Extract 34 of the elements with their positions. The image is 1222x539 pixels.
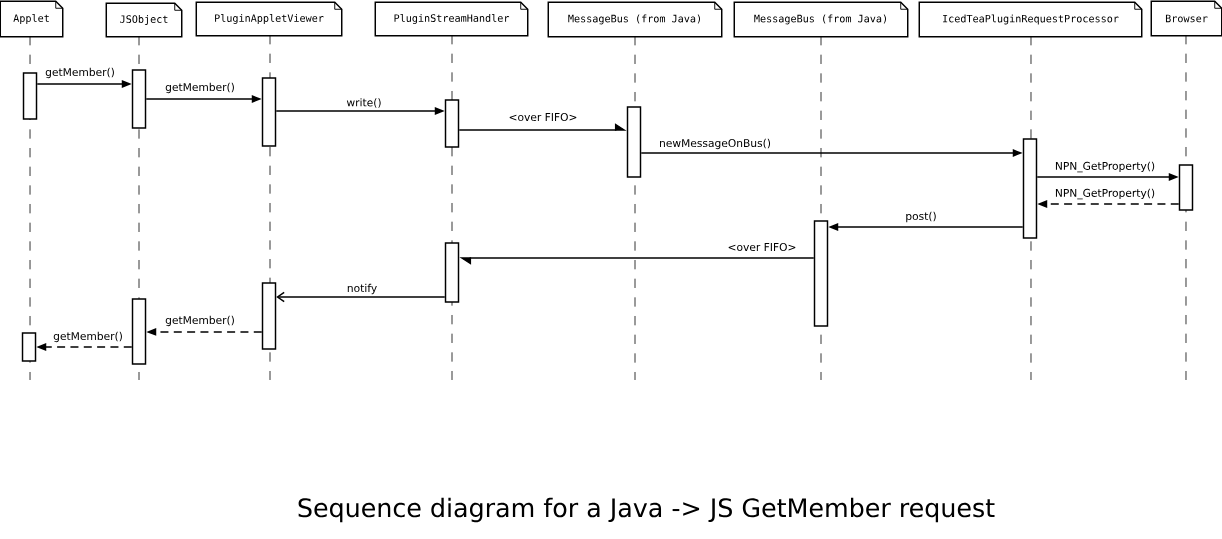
activation-bar: [22, 72, 38, 120]
edge-label: <over FIFO>: [507, 111, 579, 123]
activation-bar: [813, 220, 829, 327]
activation-bar: [261, 282, 277, 350]
edge-label: post(): [904, 210, 938, 224]
participant-box: IcedTeaPluginRequestProcessor: [918, 1, 1143, 38]
activation-bar: [626, 106, 642, 178]
activation-bar: [261, 77, 277, 147]
activation-bar: [131, 298, 147, 365]
participant-box: MessageBus (from Java): [547, 1, 723, 38]
edge-label: newMessageOnBus(): [658, 137, 772, 151]
participant-box: Applet: [0, 0, 64, 38]
activation-bar: [444, 242, 460, 303]
participant-box: Browser: [1150, 0, 1222, 37]
participant-box: MessageBus (from Java): [733, 1, 909, 38]
edge-label: getMember(): [164, 314, 236, 328]
message-arrow: [276, 291, 446, 303]
participant-box: PluginStreamHandler: [374, 1, 529, 37]
edge-label: notify: [345, 282, 379, 296]
edge-label: NPN_GetProperty(): [1053, 160, 1157, 174]
activation-bar: [131, 69, 147, 129]
edge-label: NPN_GetProperty(): [1053, 187, 1157, 201]
participant-box: JSObject: [105, 2, 183, 38]
edge-label: getMember(): [164, 81, 236, 95]
edge-label: write(): [345, 97, 383, 109]
edge-label: <over FIFO>: [726, 241, 798, 253]
activation-bar: [1178, 164, 1194, 211]
edge-label: getMember(): [52, 330, 124, 344]
edge-label: getMember(): [44, 66, 116, 80]
activation-bar: [444, 99, 460, 148]
activation-bar: [1022, 138, 1038, 239]
participant-box: PluginAppletViewer: [195, 1, 343, 37]
activation-bar: [21, 332, 37, 362]
caption: Sequence diagram for a Java -> JS GetMember request: [298, 497, 995, 523]
